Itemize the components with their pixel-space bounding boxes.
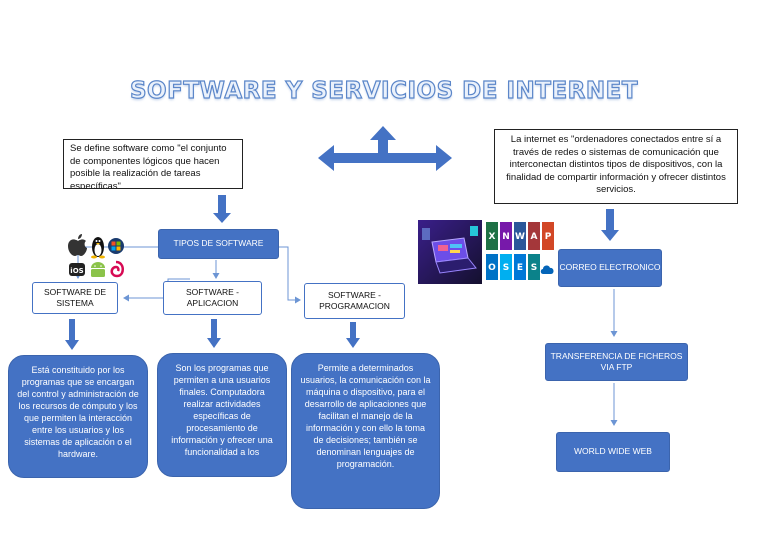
windows-icon [108,238,124,254]
skype-icon: S [500,254,512,280]
svg-text:A: A [531,232,538,242]
down-arrow-definition [213,195,231,223]
service-world-wide-web: WORLD WIDE WEB [556,432,670,472]
linux-tux-icon [91,237,105,259]
svg-text:S: S [531,263,537,273]
apple-icon [68,234,87,256]
software-aplicacion-box: SOFTWARE - APLICACION [163,281,262,315]
internet-definition-box: La internet es "ordenadores conectados e… [494,129,738,204]
down-arrow-internet [601,209,619,241]
svg-text:P: P [545,232,552,242]
down-arrow-programacion [346,322,360,348]
svg-text:E: E [517,263,523,273]
service-ftp: TRANSFERENCIA DE FICHEROS VIA FTP [545,343,688,381]
service-correo-electronico: CORREO ELECTRONICO [558,249,662,287]
software-aplicacion-description: Son los programas que permiten a una usu… [157,353,287,477]
software-definition-box: Se define software como "el conjunto de … [63,139,243,189]
svg-text:N: N [502,232,510,242]
sharepoint-icon: S [528,254,540,280]
android-icon [91,262,105,277]
ios-icon: iOS [69,263,85,276]
os-logos-group: iOS [68,234,124,278]
bidirectional-up-arrow [318,126,452,171]
down-arrow-aplicacion [207,319,221,348]
office-logos-group: X N W A P O S E S [486,222,554,280]
software-types-header: TIPOS DE SOFTWARE [158,229,279,259]
software-programacion-description: Permite a determinados usuarios, la comu… [291,353,440,509]
outlook-icon: O [486,254,498,280]
svg-text:X: X [489,232,496,242]
powerpoint-icon: P [542,222,554,250]
onedrive-icon [540,265,554,274]
connector-tipos-programacion [279,246,301,304]
software-programacion-box: SOFTWARE - PROGRAMACION [304,283,405,319]
svg-text:S: S [503,263,509,273]
down-arrow-sistema [65,319,79,350]
software-sistema-box: SOFTWARE DE SISTEMA [32,282,118,314]
onenote-icon: N [500,222,512,250]
debian-icon [110,260,124,278]
access-icon: A [528,222,540,250]
excel-icon: X [486,222,498,250]
svg-text:iOS: iOS [70,267,83,275]
page-title: SOFTWARE Y SERVICIOS DE INTERNET [129,77,639,104]
word-icon: W [514,222,526,250]
laptop-devices-icon [418,220,482,284]
svg-text:O: O [488,263,496,273]
software-sistema-description: Está constituido por los programas que s… [8,355,148,478]
svg-text:W: W [515,232,525,242]
exchange-icon: E [514,254,526,280]
